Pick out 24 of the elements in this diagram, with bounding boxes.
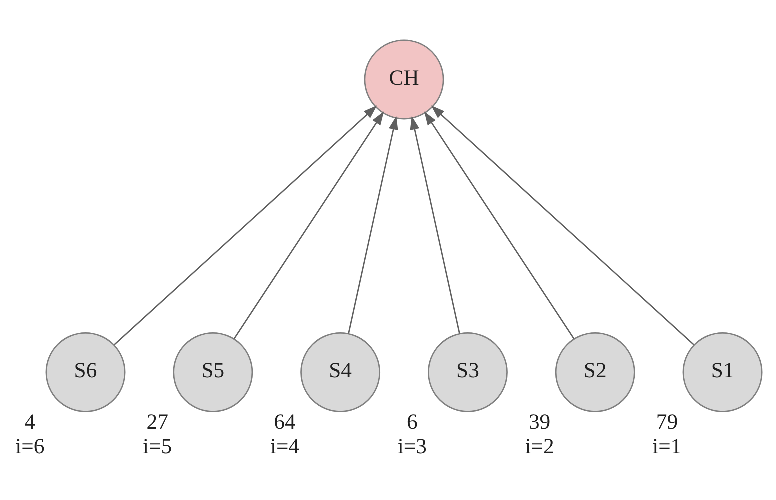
node-label: 39 bbox=[528, 410, 551, 434]
node-label: i=2 bbox=[525, 434, 554, 458]
node-label: i=3 bbox=[398, 434, 427, 458]
arrow bbox=[348, 116, 398, 334]
node-label: 64 bbox=[274, 410, 296, 434]
node-circle: S1 bbox=[682, 332, 763, 412]
node-label: i=4 bbox=[270, 434, 300, 458]
node-label: i=1 bbox=[652, 434, 682, 458]
node-label: 79 bbox=[656, 410, 678, 434]
arrow bbox=[431, 105, 694, 345]
node-label: i=6 bbox=[16, 434, 45, 458]
node-circle: S3 bbox=[428, 332, 508, 412]
node-label: 27 bbox=[146, 410, 168, 434]
node-label: 4 bbox=[24, 410, 36, 434]
arrow bbox=[114, 105, 378, 345]
node-circle: S5 bbox=[173, 332, 254, 412]
node-label: 6 bbox=[406, 410, 418, 434]
node-label: i=5 bbox=[143, 434, 172, 458]
node-circle: S2 bbox=[555, 332, 636, 412]
node-circle: S6 bbox=[46, 332, 126, 412]
node-circle: S4 bbox=[300, 332, 381, 412]
arrow bbox=[234, 111, 384, 339]
arrow bbox=[410, 116, 460, 334]
arrow bbox=[424, 111, 575, 339]
